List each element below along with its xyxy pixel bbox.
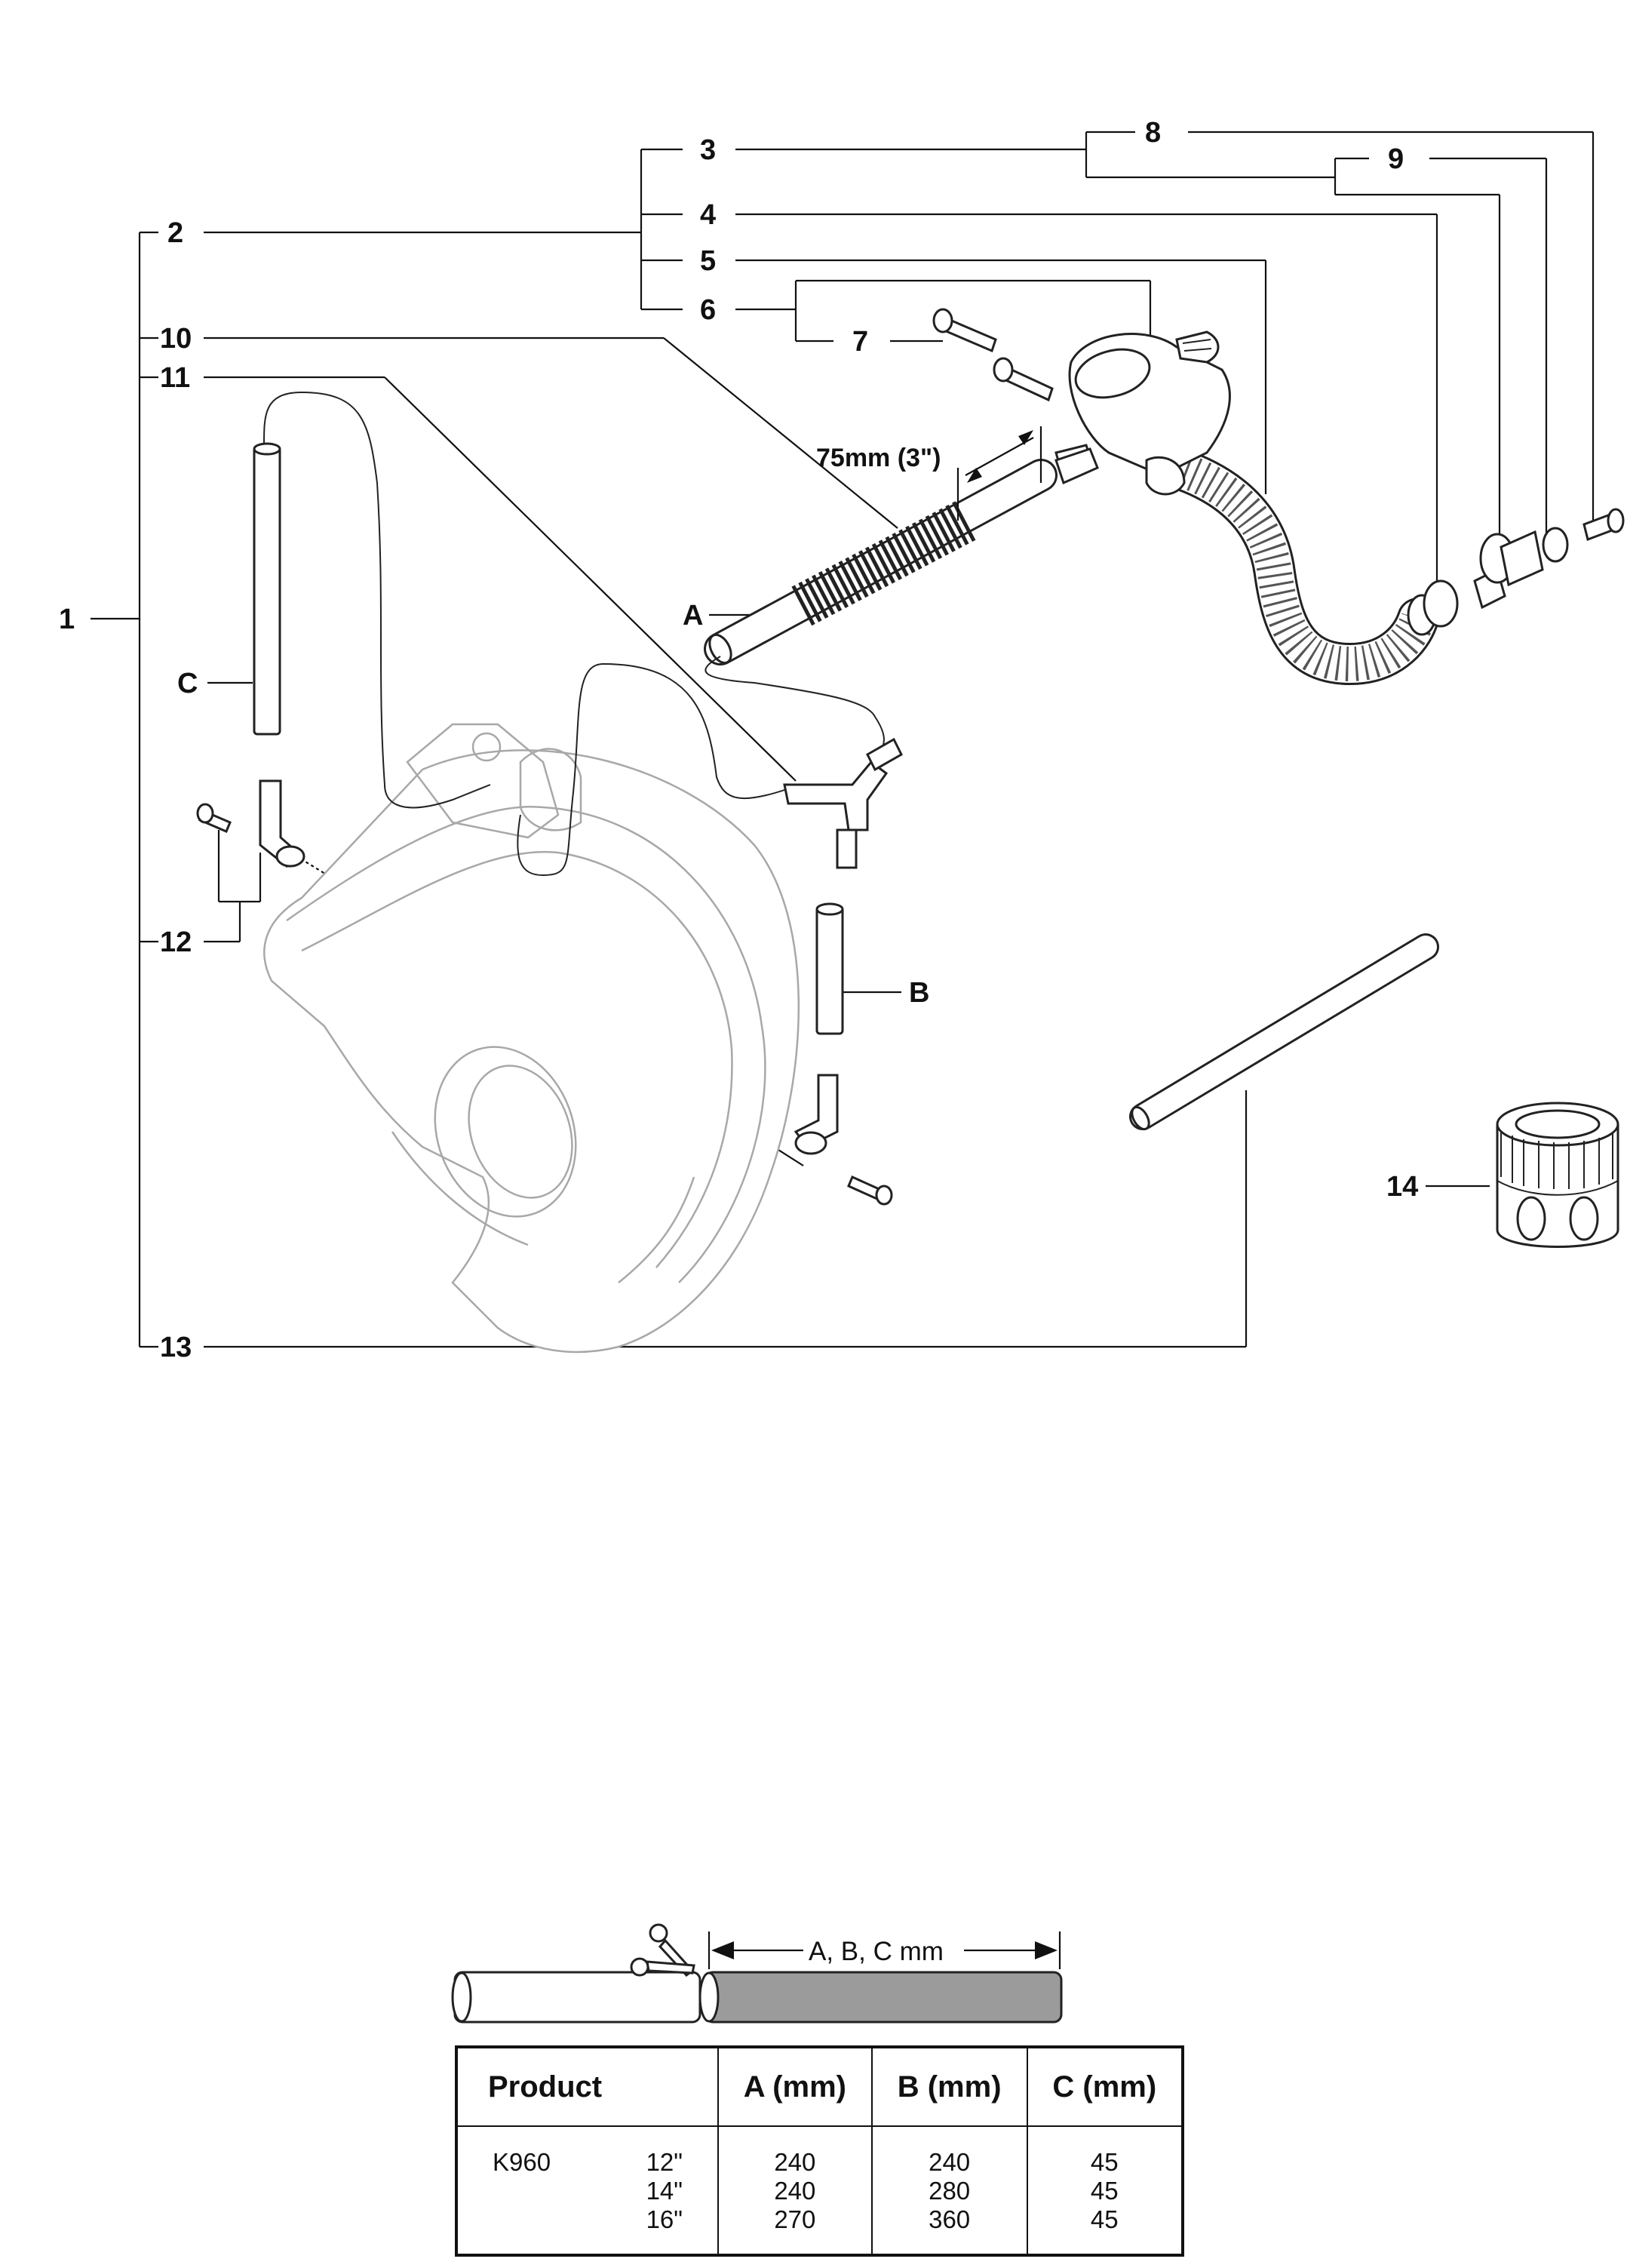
t-connector [783, 737, 903, 869]
tube-b [815, 902, 844, 1035]
table-row-b: 240 [929, 2148, 971, 2176]
tube-13 [1129, 933, 1439, 1131]
table-row-size: 14" [646, 2177, 683, 2205]
tube-a [704, 447, 1099, 665]
cut-label: A, B, C mm [809, 1937, 944, 1966]
table-row-a: 240 [774, 2148, 816, 2176]
callout-14: 14 [1386, 1171, 1418, 1203]
header-product: Product [458, 2048, 718, 2127]
callout-numbers: 1 2 3 4 5 6 7 8 9 10 11 12 13 14 A B C [59, 117, 1418, 1363]
tube-label-b: B [909, 977, 929, 1009]
water-hose [1156, 447, 1439, 686]
leader-lines [91, 131, 1595, 1348]
table-row-a: 240 [774, 2177, 816, 2205]
callout-8: 8 [1145, 117, 1161, 149]
dimension-label: 75mm (3") [816, 444, 941, 472]
dimension-75mm: 75mm (3") [816, 426, 1042, 521]
table-row-c: 45 [1090, 2148, 1119, 2176]
model-cell: K960 [458, 2126, 591, 2254]
header-c: C (mm) [1026, 2048, 1181, 2127]
callout-10: 10 [160, 323, 192, 355]
elbow-fitting-c [196, 779, 305, 868]
callout-5: 5 [700, 245, 716, 277]
scissors-icon [630, 1923, 695, 1978]
callout-11: 11 [160, 362, 190, 394]
callout-13: 13 [160, 1332, 192, 1363]
callout-1: 1 [59, 604, 75, 635]
water-line-loop-left [263, 391, 491, 809]
tube-c [253, 442, 281, 736]
hose-connector-14 [1496, 1102, 1619, 1248]
a-values-cell: 240 240 270 [717, 2126, 872, 2254]
callout-2: 2 [167, 217, 183, 249]
sizes-cell: 12" 14" 16" [591, 2126, 718, 2254]
water-line-loop-right [517, 662, 800, 877]
callout-7: 7 [852, 326, 868, 358]
callout-12: 12 [160, 927, 192, 958]
tube-label-c: C [177, 668, 198, 699]
blade-guard-illustration [263, 723, 800, 1354]
c-values-cell: 45 45 45 [1026, 2126, 1181, 2254]
fittings [1423, 508, 1625, 628]
tube-label-a: A [683, 600, 703, 632]
model-name: K960 [493, 2148, 551, 2176]
table-row-b: 360 [929, 2205, 971, 2233]
b-values-cell: 240 280 360 [870, 2126, 1027, 2254]
cut-illustration: A, B, C mm [451, 1923, 1063, 2024]
callout-6: 6 [700, 294, 716, 326]
callout-9: 9 [1388, 143, 1404, 175]
callout-4: 4 [700, 199, 716, 231]
table-row-b: 280 [929, 2177, 971, 2205]
table-row-a: 270 [774, 2205, 816, 2233]
water-line-main [705, 656, 885, 755]
table-row-size: 16" [646, 2205, 683, 2233]
tube-length-table: Product A (mm) B (mm) C (mm) K960 12" 14… [455, 2045, 1184, 2257]
table-row-c: 45 [1090, 2205, 1119, 2233]
valve-assembly [932, 308, 1231, 496]
header-b: B (mm) [870, 2048, 1027, 2127]
table-row-c: 45 [1090, 2177, 1119, 2205]
header-a: A (mm) [717, 2048, 872, 2127]
table-row-size: 12" [646, 2148, 683, 2176]
elbow-fitting-b [794, 1074, 893, 1206]
callout-3: 3 [700, 134, 716, 166]
